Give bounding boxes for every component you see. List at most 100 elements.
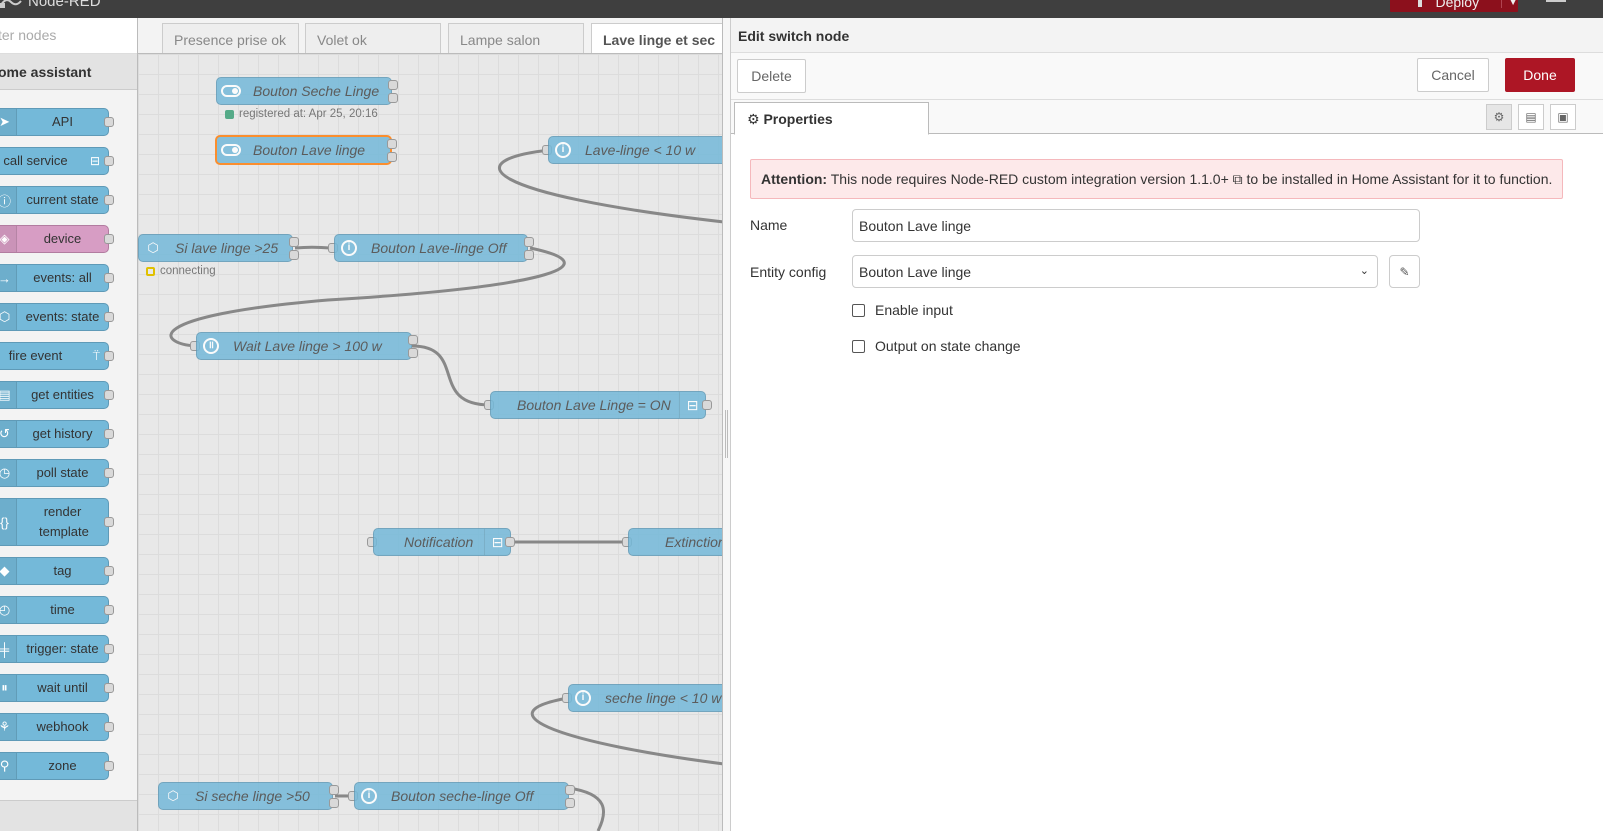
output-port[interactable]: [524, 237, 534, 247]
flow-node-bouton-seche-linge[interactable]: Bouton Seche Linge: [216, 77, 392, 105]
enable-input-checkbox[interactable]: [852, 303, 865, 317]
done-button[interactable]: Done: [1505, 58, 1575, 92]
palette-node-fire-event[interactable]: fire event ⍡: [0, 342, 114, 370]
output-on-state-change-checkbox[interactable]: [852, 339, 865, 353]
flow-node-wait-lave-linge[interactable]: ॥ Wait Lave linge > 100 w: [196, 332, 412, 360]
flow-node-lave-linge-lt10[interactable]: i Lave-linge < 10 w: [548, 136, 724, 164]
flow-canvas[interactable]: Bouton Seche Linge registered at: Apr 25…: [138, 54, 724, 831]
palette-node-api[interactable]: ➤ API: [0, 108, 114, 136]
palette-node-label: render template: [39, 504, 89, 539]
output-port[interactable]: [104, 429, 114, 439]
output-port[interactable]: [702, 400, 712, 410]
palette-search-input[interactable]: ter nodes: [0, 18, 137, 54]
flow-node-bouton-seche-linge-off[interactable]: i Bouton seche-linge Off: [354, 782, 569, 810]
sidebar-splitter[interactable]: [722, 18, 731, 831]
deploy-dropdown-icon[interactable]: ▼: [1501, 0, 1518, 8]
flow-node-extinction[interactable]: Extinction: [628, 528, 724, 556]
output-port[interactable]: [104, 683, 114, 693]
clock-icon: ◴: [0, 597, 17, 623]
output-port[interactable]: [289, 237, 299, 247]
settings-tab-gear-icon[interactable]: ⚙: [1486, 104, 1512, 130]
flow-node-bouton-lave-linge-on[interactable]: Bouton Lave Linge = ON ⊟: [490, 391, 706, 419]
palette-node-device[interactable]: ◈ device: [0, 225, 114, 253]
output-port[interactable]: [104, 117, 114, 127]
output-port[interactable]: [104, 156, 114, 166]
deploy-button[interactable]: Deploy ▼: [1390, 0, 1518, 12]
tab-properties[interactable]: ⚙ Properties: [734, 102, 929, 135]
cancel-button[interactable]: Cancel: [1417, 58, 1489, 92]
flow-node-notification[interactable]: Notification ⊟: [373, 528, 511, 556]
palette-node-call-service[interactable]: call service ⊟: [0, 147, 114, 175]
tab-properties-label: Properties: [763, 111, 833, 127]
enable-input-label: Enable input: [875, 302, 953, 318]
palette-node-poll-state[interactable]: ◷ poll state: [0, 459, 114, 487]
name-input[interactable]: [852, 209, 1420, 242]
output-port[interactable]: [387, 152, 397, 162]
flow-node-si-lave-linge[interactable]: ⬡ Si lave linge >25: [138, 234, 293, 262]
flow-node-bouton-lave-linge[interactable]: Bouton Lave linge: [215, 135, 392, 165]
palette-node-trigger-state[interactable]: ╪ trigger: state: [0, 635, 114, 663]
flow-node-bouton-lave-linge-off[interactable]: i Bouton Lave-linge Off: [334, 234, 528, 262]
palette-node-get-history[interactable]: ↺ get history: [0, 420, 114, 448]
appearance-tab-window-icon[interactable]: ▣: [1550, 104, 1576, 130]
tab-presence-prise-ok[interactable]: Presence prise ok: [162, 23, 299, 53]
status-ring-icon: [146, 266, 155, 276]
name-label: Name: [750, 217, 788, 233]
palette-node-label: tag: [53, 563, 72, 578]
output-port[interactable]: [104, 517, 114, 527]
output-port[interactable]: [289, 250, 299, 260]
output-port[interactable]: [505, 537, 515, 547]
flow-node-si-seche-linge[interactable]: ⬡ Si seche linge >50: [158, 782, 333, 810]
pause-icon: ॥: [197, 333, 225, 359]
tray-tabs: ⚙ Properties ⚙ ▤ ▣: [731, 100, 1603, 135]
description-tab-file-icon[interactable]: ▤: [1518, 104, 1544, 130]
entity-config-select[interactable]: Bouton Lave linge ⌄: [852, 255, 1378, 288]
palette-node-render-template[interactable]: {} render template: [0, 498, 114, 546]
palette-node-label: trigger: state: [26, 641, 99, 656]
palette-node-events-state[interactable]: ⬡ events: state: [0, 303, 114, 331]
enable-input-row[interactable]: Enable input: [852, 302, 953, 318]
output-port[interactable]: [104, 273, 114, 283]
tab-lampe-salon[interactable]: Lampe salon: [448, 23, 584, 53]
output-port[interactable]: [388, 93, 398, 103]
output-port[interactable]: [565, 798, 575, 808]
flow-node-seche-linge-lt10[interactable]: i seche linge < 10 w: [568, 684, 724, 712]
output-port[interactable]: [104, 390, 114, 400]
palette-category-header[interactable]: ome assistant: [0, 54, 137, 90]
palette-node-time[interactable]: ◴ time: [0, 596, 114, 624]
output-port[interactable]: [104, 312, 114, 322]
palette-node-events-all[interactable]: → events: all: [0, 264, 114, 292]
palette-node-zone[interactable]: ⚲ zone: [0, 752, 114, 780]
tab-lave-linge-et-sec[interactable]: Lave linge et sec: [591, 23, 724, 53]
palette-node-current-state[interactable]: ⓘ current state: [0, 186, 114, 214]
output-port[interactable]: [329, 785, 339, 795]
palette-node-tag[interactable]: ◆ tag: [0, 557, 114, 585]
output-port[interactable]: [104, 722, 114, 732]
router-icon: ⊟: [484, 529, 510, 555]
external-link-icon[interactable]: ⧉: [1232, 171, 1243, 187]
palette-node-get-entities[interactable]: ▤ get entities: [0, 381, 114, 409]
output-port[interactable]: [104, 605, 114, 615]
output-port[interactable]: [524, 250, 534, 260]
delete-button[interactable]: Delete: [737, 59, 806, 93]
output-port[interactable]: [104, 234, 114, 244]
output-port[interactable]: [565, 785, 575, 795]
output-port[interactable]: [387, 139, 397, 149]
output-port[interactable]: [104, 195, 114, 205]
output-port[interactable]: [104, 644, 114, 654]
palette-node-webhook[interactable]: ⚘ webhook: [0, 713, 114, 741]
output-port[interactable]: [104, 566, 114, 576]
output-port[interactable]: [408, 348, 418, 358]
main-menu-icon[interactable]: [1546, 0, 1566, 6]
tab-volet-ok[interactable]: Volet ok: [305, 23, 441, 53]
output-port[interactable]: [104, 468, 114, 478]
palette-node-wait-until[interactable]: ⏸ wait until: [0, 674, 114, 702]
output-port[interactable]: [104, 351, 114, 361]
edit-entity-pencil-icon[interactable]: ✎: [1389, 255, 1420, 288]
output-port[interactable]: [329, 798, 339, 808]
output-on-state-change-row[interactable]: Output on state change: [852, 338, 1021, 354]
output-port[interactable]: [388, 80, 398, 90]
output-port[interactable]: [408, 335, 418, 345]
splitter-grip-icon[interactable]: [725, 410, 728, 458]
output-port[interactable]: [104, 761, 114, 771]
